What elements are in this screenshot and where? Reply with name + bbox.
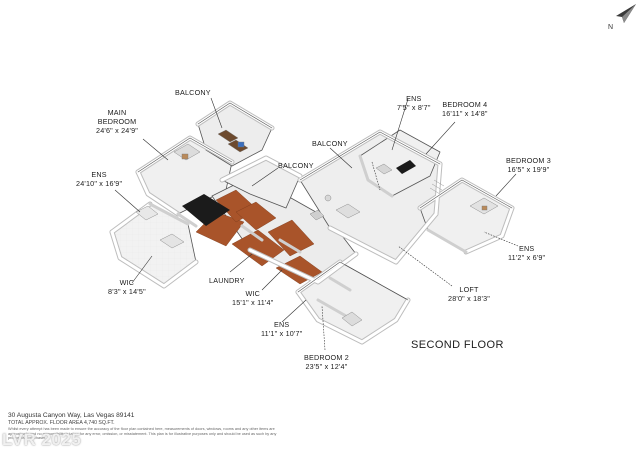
bedroom-3-dims: 16'5" x 19'9" <box>507 165 550 174</box>
wic-2-name: WIC <box>245 289 261 298</box>
total-floor-area: TOTAL APPROX. FLOOR AREA 4,740 SQ.FT. <box>8 420 115 426</box>
room-label-bedroom-4: BEDROOM 4 16'11" x 14'8" <box>442 100 488 118</box>
room-label-wic-main: WIC 8'3" x 14'5" <box>108 278 146 296</box>
balcony-3-name: BALCONY <box>312 139 348 148</box>
main-bedroom-name-line2: BEDROOM <box>97 117 137 126</box>
room-label-laundry: LAUNDRY <box>209 276 245 285</box>
room-label-bedroom-3: BEDROOM 3 16'5" x 19'9" <box>506 156 551 174</box>
floor-title: SECOND FLOOR <box>411 339 504 351</box>
room-label-ens-3: ENS 11'2" x 6'9" <box>508 244 545 262</box>
compass-label: N <box>608 24 613 31</box>
room-label-balcony-1: BALCONY <box>175 88 211 97</box>
room-label-ens-main: ENS 24'10" x 16'9" <box>76 170 122 188</box>
room-label-balcony-3: BALCONY <box>312 139 348 148</box>
ens-2-dims: 11'1" x 10'7" <box>261 329 303 338</box>
furniture <box>135 129 499 327</box>
disclaimer-text: Whilst every attempt has been made to en… <box>8 427 277 441</box>
room-label-balcony-2: BALCONY <box>278 161 314 170</box>
ens-4-dims: 7'5" x 8'7" <box>397 103 431 112</box>
wic-main-name: WIC <box>119 278 135 287</box>
main-bedroom-name-line1: MAIN <box>107 108 127 117</box>
loft-dims: 28'0" x 18'3" <box>448 294 491 303</box>
room-label-main-bedroom: MAIN BEDROOM 24'6" x 24'9" <box>96 108 138 135</box>
bedroom-3-name: BEDROOM 3 <box>506 156 551 165</box>
balcony-1-name: BALCONY <box>175 88 211 97</box>
property-address: 30 Augusta Canyon Way, Las Vegas 89141 <box>8 412 135 419</box>
ens-3-dims: 11'2" x 6'9" <box>508 253 546 262</box>
listing-watermark: LVR 2025 <box>2 430 82 449</box>
room-label-wic-2: WIC 15'1" x 11'4" <box>232 289 274 307</box>
bedroom-4-dims: 16'11" x 14'8" <box>442 109 488 118</box>
main-bedroom-dims: 24'6" x 24'9" <box>96 126 139 135</box>
ens-main-dims: 24'10" x 16'9" <box>76 179 123 188</box>
ens-4-name: ENS <box>406 94 422 103</box>
bedroom-2-name: BEDROOM 2 <box>304 353 349 362</box>
room-label-bedroom-2: BEDROOM 2 23'5" x 12'4" <box>304 353 349 371</box>
leader-lines <box>114 97 519 351</box>
bedroom-2-dims: 23'5" x 12'4" <box>305 362 348 371</box>
laundry-name: LAUNDRY <box>209 276 245 285</box>
wic-main-dims: 8'3" x 14'5" <box>108 287 146 296</box>
walls <box>109 100 515 345</box>
ens-main-name: ENS <box>91 170 107 179</box>
ens-2-name: ENS <box>274 320 290 329</box>
ens-3-name: ENS <box>518 244 535 253</box>
dark-surfaces <box>182 160 416 226</box>
room-label-ens-4: ENS 7'5" x 8'7" <box>397 94 431 112</box>
balcony-2-name: BALCONY <box>278 161 314 170</box>
wic-2-dims: 15'1" x 11'4" <box>232 298 274 307</box>
room-label-ens-2: ENS 11'1" x 10'7" <box>261 320 303 338</box>
room-label-loft: LOFT 28'0" x 18'3" <box>448 285 490 303</box>
loft-name: LOFT <box>459 285 479 294</box>
bedroom-4-name: BEDROOM 4 <box>442 100 488 109</box>
north-arrow-icon: N <box>606 2 638 32</box>
